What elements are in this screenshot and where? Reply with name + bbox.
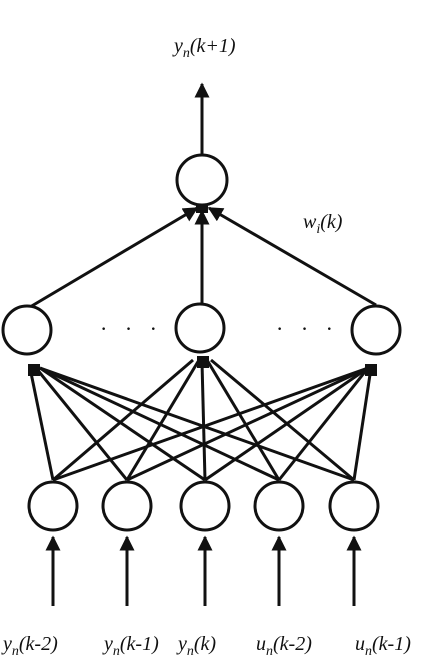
output-junction [196,203,208,213]
input-arrows [45,535,362,606]
hidden-ellipsis-right: · · · [276,316,339,341]
edge [210,358,355,482]
input-label-1: yn(k-2) [1,633,58,658]
edge [207,206,377,307]
edge [39,366,355,482]
input-label-4: un(k-2) [256,633,312,658]
input-node-4 [253,480,305,532]
edge [125,359,201,481]
edge [126,366,369,482]
output-node [175,153,229,207]
input-label-5: un(k-1) [355,633,411,658]
output-label: yn(k+1) [172,35,236,61]
edge [34,367,129,481]
edge [52,366,369,482]
edge [28,367,55,481]
hidden-node-1 [1,304,53,356]
input-node-1 [27,480,79,532]
input-node-3 [179,480,231,532]
hidden-junction [28,364,40,376]
hidden-node-2 [174,302,226,354]
input-to-hidden-connections [28,358,373,482]
hidden-junction [197,356,209,368]
input-node-5 [328,480,380,532]
input-label-3: yn(k) [176,633,216,658]
hidden-ellipsis-left: · · · [100,316,163,341]
edge [277,367,370,481]
edge [29,206,199,309]
edge [39,366,280,482]
input-label-2: yn(k-1) [102,633,159,658]
edge [205,359,281,481]
edge [352,367,373,481]
hidden-junction [365,364,377,376]
edge [52,358,194,482]
hidden-to-output-connections [29,206,377,309]
input-node-2 [101,480,153,532]
edge [39,366,206,482]
hidden-node-3 [350,304,402,356]
weight-label: wi(k) [303,211,343,237]
edge [200,361,207,481]
